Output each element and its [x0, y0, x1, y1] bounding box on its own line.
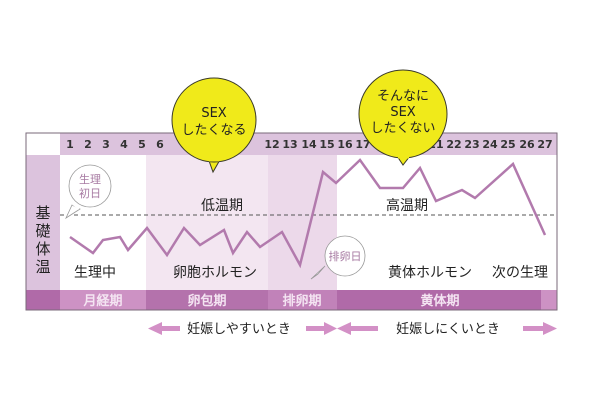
callout-not-want-sex: そんなに SEX したくない — [358, 69, 448, 166]
day-label: 25 — [500, 138, 515, 151]
chart-frame — [25, 132, 558, 311]
day-label: 14 — [301, 138, 317, 151]
day-label: 6 — [156, 138, 164, 151]
first-day-line2: 初日 — [79, 186, 101, 200]
ovulation-day-text: 排卵日 — [329, 249, 362, 263]
phase-luteal — [337, 290, 541, 310]
phase-menstrual — [60, 290, 146, 310]
phase-label-luteal: 黄体期 — [420, 293, 459, 309]
svg-text:基: 基 — [35, 204, 50, 222]
high-temp-label: 高温期 — [386, 197, 428, 214]
header-corner — [26, 133, 60, 155]
day-label: 12 — [264, 138, 279, 151]
arrow-right-icon — [543, 322, 557, 335]
phase-bar-left-cap — [26, 290, 60, 310]
luteal-hormone-label: 黄体ホルモン — [388, 264, 472, 281]
svg-text:体: 体 — [35, 240, 50, 258]
day-label: 23 — [464, 138, 479, 151]
callout-want-line2: したくなる — [181, 123, 246, 138]
fertility-hard-label: 妊娠しにくいとき — [396, 322, 500, 337]
arrow-left-icon — [337, 322, 351, 335]
day-label: 27 — [537, 138, 552, 151]
plot-follicular-region — [146, 155, 268, 290]
y-axis-label: 基 礎 体 温 — [35, 204, 50, 276]
ovulation-day-bubble: 排卵日 — [310, 235, 366, 280]
day-label: 16 — [337, 138, 353, 151]
arrow-right-icon — [324, 322, 337, 335]
day-label: 3 — [102, 138, 110, 151]
phase-follicular — [146, 290, 268, 310]
day-label: 22 — [446, 138, 461, 151]
follicle-hormone-label: 卵胞ホルモン — [173, 265, 257, 281]
svg-text:礎: 礎 — [35, 222, 50, 240]
callout-not-want-line1: そんなに — [377, 89, 429, 104]
callout-want-sex: SEX したくなる — [171, 77, 257, 174]
fertility-hard-arrow: 妊娠しにくいとき — [337, 322, 557, 337]
fertility-easy-arrow: 妊娠しやすいとき — [148, 322, 337, 337]
day-label: 26 — [519, 138, 535, 151]
svg-text:温: 温 — [35, 258, 50, 276]
day-label: 15 — [319, 138, 334, 151]
callout-not-want-line2: SEX — [390, 105, 415, 120]
callout-want-line1: SEX — [201, 106, 226, 121]
basal-temperature-line — [69, 158, 547, 269]
fertility-easy-label: 妊娠しやすいとき — [187, 322, 291, 337]
first-day-line1: 生理 — [79, 172, 101, 186]
phase-label-menstrual: 月経期 — [82, 293, 122, 309]
day-label: 1 — [66, 138, 74, 151]
phase-label-ovulatory: 排卵期 — [282, 293, 321, 309]
day-label: 4 — [120, 138, 128, 151]
phase-ovulatory — [268, 290, 337, 310]
day-label: 5 — [138, 138, 146, 151]
phase-label-follicular: 卵包期 — [187, 293, 226, 309]
y-axis-column — [26, 155, 60, 290]
phase-next — [541, 290, 557, 310]
menstruating-label: 生理中 — [74, 265, 116, 281]
day-label: 2 — [84, 138, 92, 151]
plot-ovulatory-region — [268, 155, 337, 290]
first-day-bubble: 生理 初日 — [65, 164, 112, 220]
arrow-left-icon — [148, 322, 162, 335]
callout-not-want-line3: したくない — [370, 121, 435, 136]
day-label: 13 — [282, 138, 297, 151]
day-label: 24 — [482, 138, 498, 151]
day-label: 17 — [355, 138, 370, 151]
next-period-label: 次の生理 — [492, 265, 548, 281]
low-temp-label: 低温期 — [201, 198, 243, 214]
